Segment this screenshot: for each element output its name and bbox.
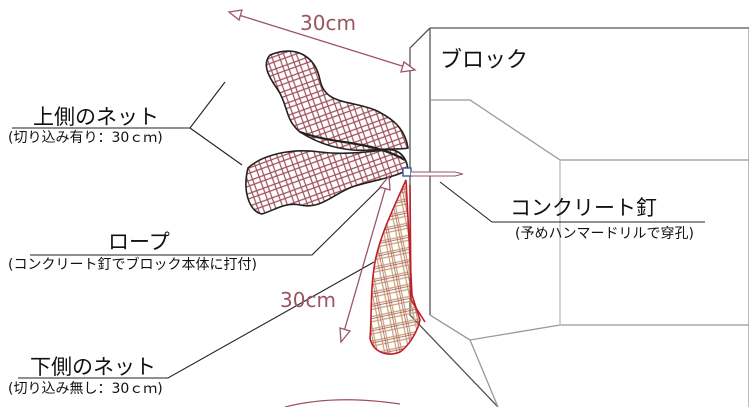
nail bbox=[402, 167, 464, 177]
block-inner-top bbox=[430, 99, 749, 161]
lower-net-note: (切り込み無し：30ｃｍ) bbox=[8, 381, 163, 397]
nail-note: (予めハンマードリルで穿孔) bbox=[515, 226, 694, 242]
bottom-net-outline bbox=[284, 399, 401, 408]
dim-arrow-middle bbox=[340, 175, 390, 343]
rope-note: (コンクリート釘でブロック本体に打付) bbox=[8, 257, 257, 273]
block-inner-bottom bbox=[429, 314, 749, 341]
lower-net-shape bbox=[369, 179, 421, 355]
leader-lower-net bbox=[18, 261, 375, 379]
leader-nail bbox=[439, 181, 705, 223]
leader-lines bbox=[12, 81, 705, 379]
lower-net-edge bbox=[409, 184, 426, 323]
lower-net-title: 下側のネット bbox=[30, 355, 156, 379]
upper-net-curl bbox=[299, 130, 406, 161]
upper-net-title: 上側のネット bbox=[33, 105, 159, 129]
nail-title: コンクリート釘 bbox=[510, 196, 657, 220]
upper-net-top-fold bbox=[265, 50, 409, 152]
upper-net-note: (切り込み有り：30ｃｍ) bbox=[8, 130, 163, 146]
rope-title: ロープ bbox=[108, 230, 170, 254]
leader-upper-net bbox=[12, 81, 243, 166]
block-floor bbox=[429, 314, 499, 408]
dim-arrow-top bbox=[228, 11, 416, 71]
dim-label-top: 30cm bbox=[300, 11, 356, 35]
block-label: ブロック bbox=[440, 48, 529, 73]
upper-net-bottom-fold bbox=[245, 148, 409, 215]
dim-label-middle: 30cm bbox=[280, 288, 336, 312]
dimension-arrows bbox=[227, 9, 417, 344]
leader-rope bbox=[30, 175, 393, 256]
